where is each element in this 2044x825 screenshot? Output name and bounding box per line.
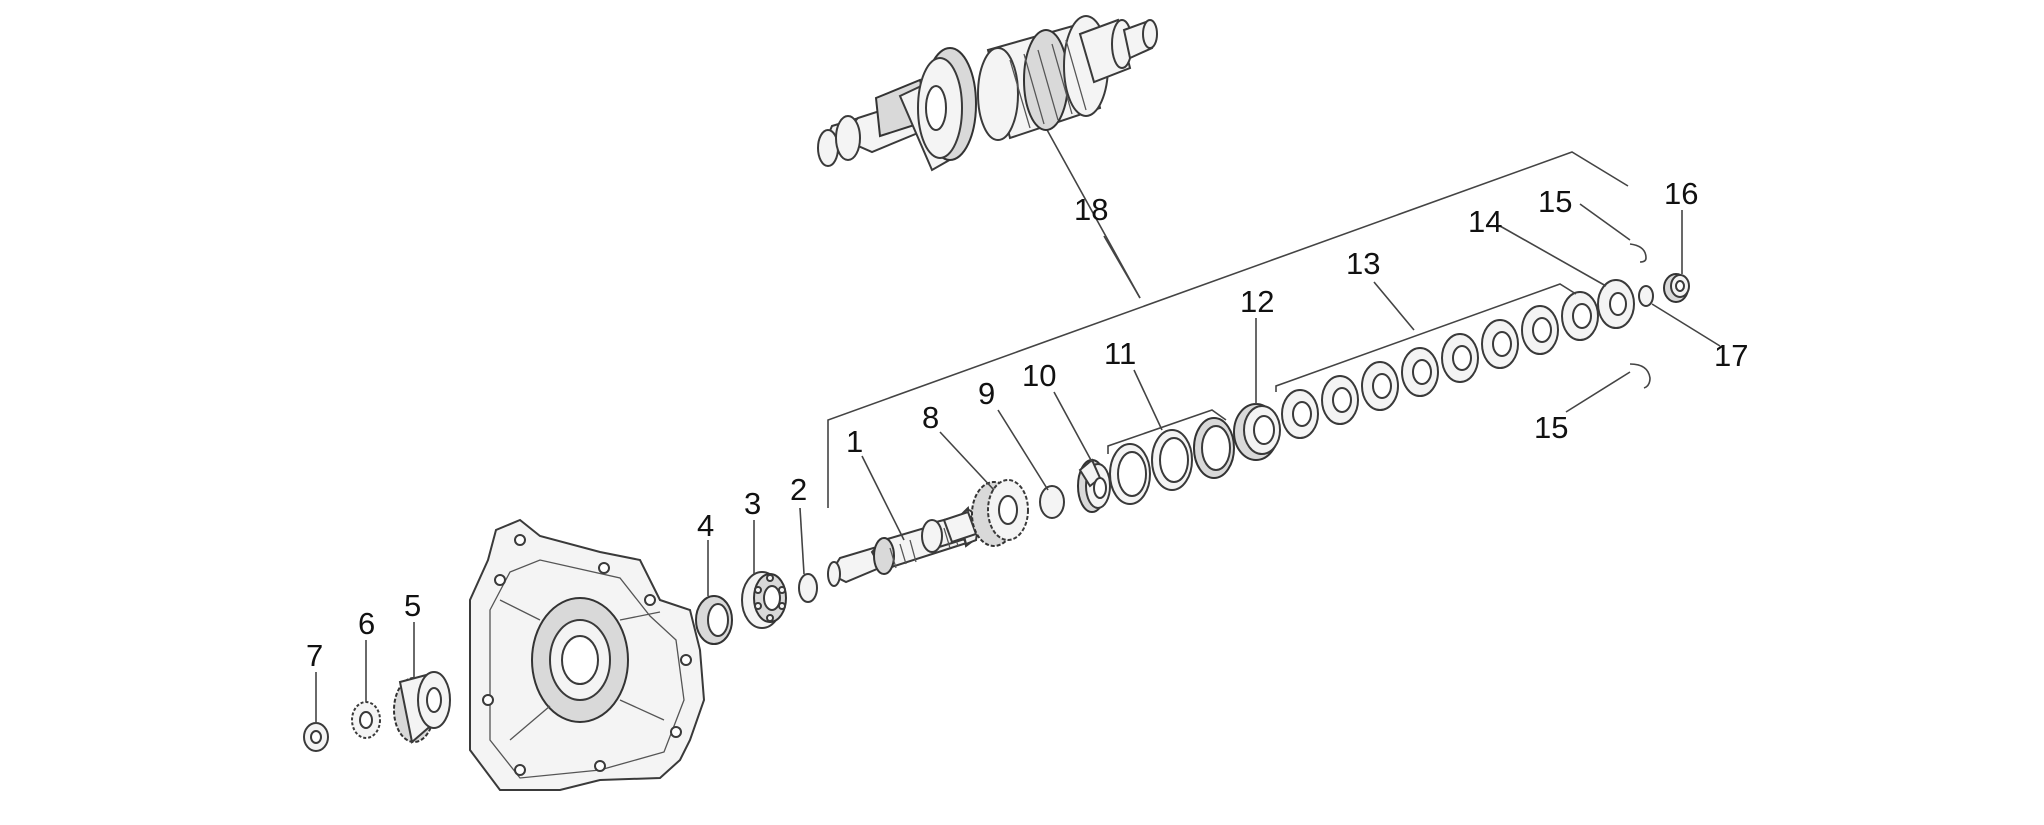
label-part-15-upper: 15 [1538,184,1572,219]
leader-13-bracket [1275,283,1577,392]
part-17-ring [1638,285,1654,307]
label-part-11: 11 [1104,336,1136,371]
leader-13 [1373,281,1415,331]
leader-15-lower [1565,371,1631,413]
leader-18-lower [1103,235,1141,299]
leader-14 [1499,225,1607,287]
leader-11 [1133,369,1163,431]
part-14-thrust-washer [1597,279,1635,329]
leader-8 [939,431,995,491]
label-part-7: 7 [306,638,323,673]
part-1-splined-shaft [827,505,982,587]
part-9-circlip [1039,485,1065,519]
leader-1 [861,455,905,541]
part-5-gear [393,671,451,744]
label-part-17: 17 [1714,338,1748,373]
label-part-3: 3 [744,486,761,521]
label-part-8: 8 [922,400,939,435]
leader-9 [997,409,1049,491]
leader-2 [799,507,805,575]
label-part-6: 6 [358,606,375,641]
part-10-synchro-hub [1077,458,1111,513]
label-part-4: 4 [697,508,714,543]
part-3-ball-bearing [741,571,787,629]
part-7-nut [303,722,329,752]
part-6-lock-washer [351,701,381,739]
label-part-12: 12 [1240,284,1274,319]
gearbox-housing [469,518,706,791]
label-part-16: 16 [1664,176,1698,211]
part-13-disc-stack [1281,291,1599,439]
part-15-clip-lower [1629,363,1651,389]
part-16-cap [1663,273,1690,303]
label-part-18: 18 [1074,192,1108,227]
label-part-15-lower: 15 [1534,410,1568,445]
label-part-1: 1 [846,424,863,459]
label-part-5: 5 [404,588,421,623]
part-2-circlip [798,573,818,603]
part-11-rings [1109,417,1235,505]
part-4-seal-ring [695,595,733,645]
label-part-2: 2 [790,472,807,507]
label-part-14: 14 [1468,204,1502,239]
assembly-bracket-line [827,151,1629,508]
label-part-13: 13 [1346,246,1380,281]
leader-17 [1651,303,1721,347]
part-12-needle-bearing [1233,403,1281,461]
leader-15-upper [1579,203,1631,241]
label-part-9: 9 [978,376,995,411]
part-8-gear [971,479,1029,547]
leader-10 [1053,391,1093,463]
leader-11-bracket [1107,409,1227,454]
label-part-10: 10 [1022,358,1056,393]
part-15-clip-upper [1629,243,1647,263]
part-18-shaft-assembly [817,15,1158,172]
